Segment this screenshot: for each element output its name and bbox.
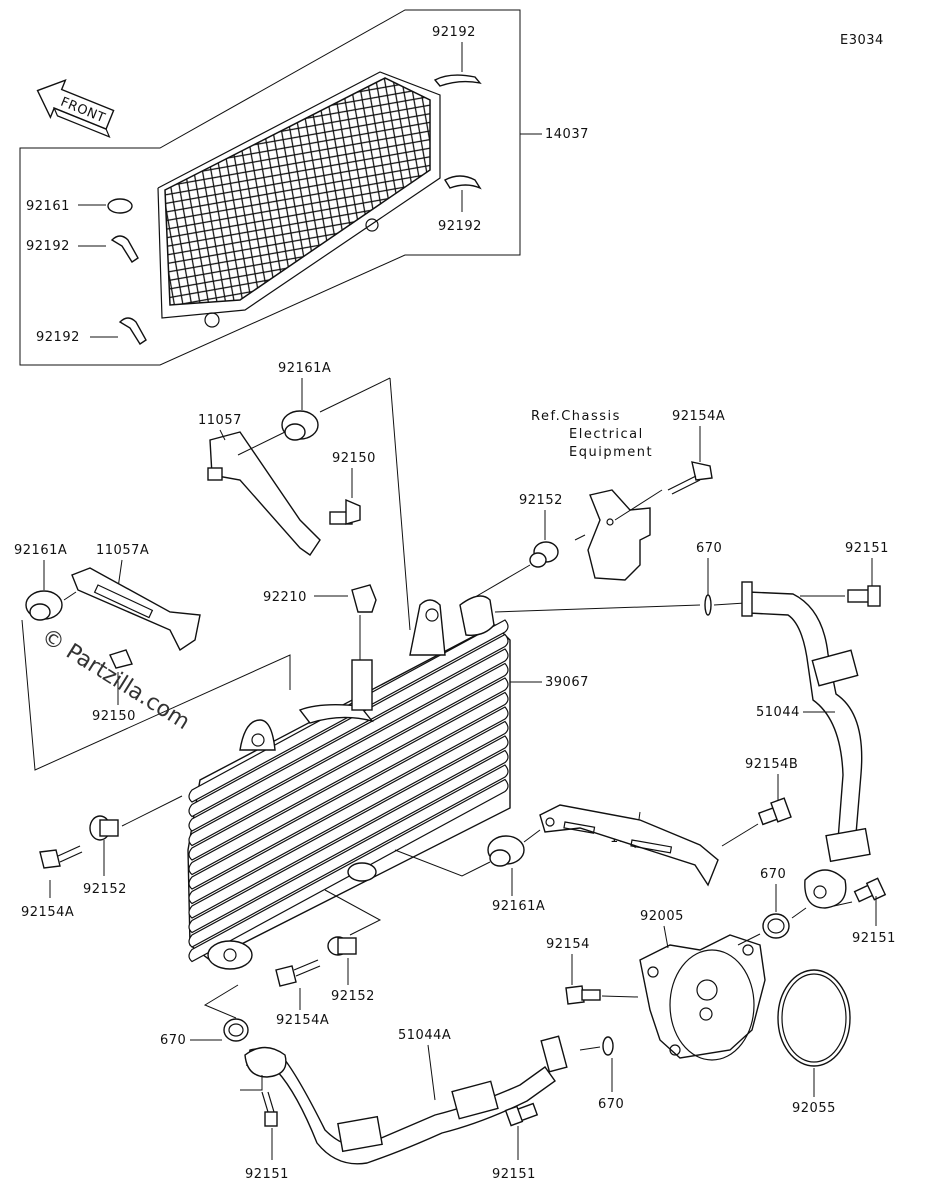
part-label-92154B[interactable]: 92154B (745, 757, 798, 772)
cooler-fin (188, 677, 509, 861)
cooler-fin (188, 662, 509, 847)
o-ring-670-top (704, 594, 712, 616)
part-label-92151-top[interactable]: 92151 (845, 541, 889, 556)
cooler-fin (188, 735, 509, 919)
cooler-fin (188, 633, 509, 818)
ref-note-line1: Ref.Chassis (531, 409, 621, 424)
part-label-92151-bottom[interactable]: 92151 (492, 1167, 536, 1182)
ref-note-line2: Electrical (569, 427, 644, 442)
collar-92152-bottom (327, 936, 357, 956)
diagram-code: E3034 (840, 33, 884, 48)
part-label-92161A-left[interactable]: 92161A (14, 543, 67, 558)
part-label-92154A-bottom[interactable]: 92154A (276, 1013, 329, 1028)
grommet-92161A-left (25, 590, 63, 621)
bolt-92150-left (109, 649, 133, 669)
part-label-92150-top[interactable]: 92150 (332, 451, 376, 466)
filter-cover-92005 (639, 934, 766, 1061)
part-label-92192-top[interactable]: 92192 (432, 25, 476, 40)
cooler-fin (188, 764, 509, 948)
bolt-92151-left (261, 1091, 278, 1127)
part-label-92161A-top[interactable]: 92161A (278, 361, 331, 376)
part-label-92192-left2[interactable]: 92192 (36, 330, 80, 345)
part-label-92152-bottom[interactable]: 92152 (331, 989, 375, 1004)
part-label-92151-right[interactable]: 92151 (852, 931, 896, 946)
bolt-92154A-bottom (275, 959, 321, 987)
part-label-670-right[interactable]: 670 (760, 867, 786, 882)
part-label-51044A[interactable]: 51044A (398, 1028, 451, 1043)
part-label-670-left[interactable]: 670 (160, 1033, 186, 1048)
bolt-92150-top (329, 498, 361, 525)
part-label-92161A-mid[interactable]: 92161A (492, 899, 545, 914)
clip-92210 (351, 584, 377, 613)
o-ring-670-left (223, 1018, 249, 1042)
gasket-92055 (777, 969, 851, 1067)
bracket-11057A (71, 567, 201, 652)
part-label-92055[interactable]: 92055 (792, 1101, 836, 1116)
bolt-92154B (757, 797, 792, 826)
part-label-92152-left[interactable]: 92152 (83, 882, 127, 897)
part-label-92152-top[interactable]: 92152 (519, 493, 563, 508)
part-label-51044[interactable]: 51044 (756, 705, 800, 720)
radiator-guard-screen (157, 71, 441, 328)
guard-assembly-box (19, 9, 521, 366)
part-label-14037[interactable]: 14037 (545, 127, 589, 142)
part-label-92210[interactable]: 92210 (263, 590, 307, 605)
chassis-bracket-ref (587, 489, 651, 581)
part-label-92005[interactable]: 92005 (640, 909, 684, 924)
bolt-92151-right (853, 877, 887, 903)
o-ring-670-bottom (602, 1036, 614, 1056)
oil-cooler-39067 (187, 595, 511, 970)
part-label-92192-right[interactable]: 92192 (438, 219, 482, 234)
grommet-92161A-top (281, 410, 319, 441)
bracket-11057B (539, 804, 719, 887)
part-label-92192-left1[interactable]: 92192 (26, 239, 70, 254)
part-label-92154A-top[interactable]: 92154A (672, 409, 725, 424)
part-label-92151-left[interactable]: 92151 (245, 1167, 289, 1182)
cooler-fin (188, 720, 509, 905)
oil-hose-51044A (244, 1035, 568, 1165)
part-label-92161[interactable]: 92161 (26, 199, 70, 214)
collar-92152-top (529, 541, 559, 568)
oil-hose-51044 (741, 581, 871, 909)
grommet-hose-parts (107, 74, 482, 345)
part-label-670-top[interactable]: 670 (696, 541, 722, 556)
cooler-fin (188, 648, 509, 832)
bolt-92154A-left (39, 845, 83, 869)
part-label-92150-left[interactable]: 92150 (92, 709, 136, 724)
grommet-92161A-mid (487, 835, 525, 867)
cooler-fin (188, 706, 509, 890)
bolt-92154 (565, 985, 601, 1005)
part-label-11057A[interactable]: 11057A (96, 543, 149, 558)
bolt-92154A-top (667, 461, 713, 495)
ref-note-line3: Equipment (569, 445, 653, 460)
part-label-39067[interactable]: 39067 (545, 675, 589, 690)
bolt-92151-bottom (504, 1102, 539, 1127)
cooler-fin (188, 749, 509, 934)
part-label-92154[interactable]: 92154 (546, 937, 590, 952)
front-arrow-icon: FRONT (36, 79, 115, 138)
bolt-92151-top (847, 585, 881, 607)
o-ring-670-right (762, 913, 790, 939)
cooler-fin (188, 691, 509, 876)
bracket-11057 (207, 431, 321, 556)
collar-92152-left (89, 815, 119, 841)
part-label-670-bottom[interactable]: 670 (598, 1097, 624, 1112)
part-label-11057[interactable]: 11057 (198, 413, 242, 428)
part-label-92154A-left[interactable]: 92154A (21, 905, 74, 920)
